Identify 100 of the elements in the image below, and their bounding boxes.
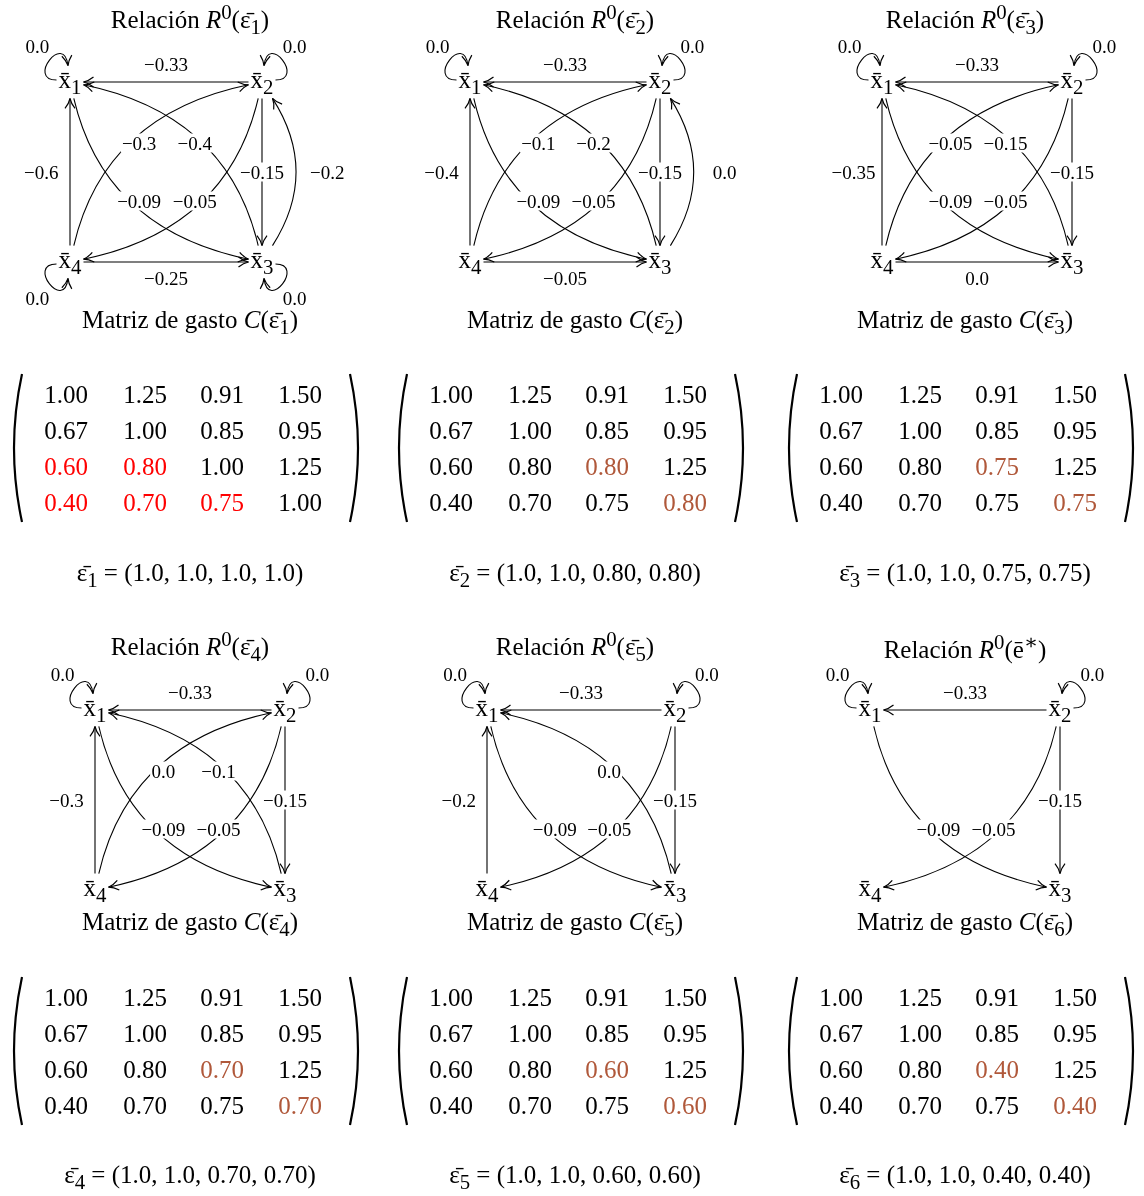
variable-label: x̄$_{2}$: [250, 66, 274, 98]
matrix-entry: 0.40: [819, 489, 863, 515]
edge-label: −0.05: [927, 133, 974, 153]
matrix-entry: 0.85: [200, 417, 244, 443]
edge-label: −0.15: [652, 790, 698, 810]
matrix-entry: 0.95: [1053, 417, 1097, 443]
matrix-caption: Matriz de gasto C(ε̄$_{2}$): [467, 306, 683, 338]
matrix-entry: 0.40: [429, 1092, 473, 1118]
matrix-entry: 0.40: [1053, 1092, 1097, 1118]
matrix-entry: 0.70: [898, 1092, 942, 1118]
variable-label: x̄$_{2}$: [1048, 694, 1072, 726]
edge-label: −0.05: [586, 819, 633, 839]
matrix-entry: 0.60: [663, 1092, 707, 1118]
matrix-entry: 1.25: [508, 381, 552, 407]
matrix-entry: 1.00: [819, 381, 863, 407]
edge-label: −0.15: [982, 133, 1029, 153]
matrix-entry: 0.40: [429, 489, 473, 515]
matrix-entry: 0.70: [278, 1092, 322, 1118]
matrix-entry: 1.25: [1053, 1056, 1097, 1082]
matrix-entry: 0.80: [898, 1056, 942, 1082]
matrix-entry: 0.67: [429, 417, 473, 443]
matrix-entry: 0.85: [975, 417, 1019, 443]
matrix-caption: Matriz de gasto C(ε̄$_{5}$): [467, 908, 683, 940]
matrix-entry: 0.75: [585, 1092, 629, 1118]
matrix-entry: 1.25: [663, 453, 707, 479]
matrix-caption: Matriz de gasto C(ε̄$_{6}$): [857, 908, 1073, 940]
matrix-entry: 0.91: [975, 984, 1019, 1010]
vector-equation: ε̄$_{1}$ = (1.0, 1.0, 1.0, 1.0): [76, 559, 304, 591]
matrix-entry: 0.75: [975, 453, 1019, 479]
matrix-entry: 0.80: [585, 453, 629, 479]
matrix-entry: 0.60: [44, 1056, 88, 1082]
variable-label: x̄$_{2}$: [663, 694, 687, 726]
matrix-entry: 1.25: [663, 1056, 707, 1082]
edge-label: −0.05: [195, 819, 242, 839]
matrix-entry: 0.80: [663, 489, 707, 515]
matrix-entry: 1.50: [663, 381, 707, 407]
matrix-entry: 1.50: [1053, 984, 1097, 1010]
variable-label: x̄$_{3}$: [250, 246, 274, 278]
matrix-caption: Matriz de gasto C(ε̄$_{1}$): [82, 306, 298, 338]
edge-label: −0.09: [515, 191, 562, 211]
variable-label: x̄$_{3}$: [663, 874, 687, 906]
variable-label: x̄$_{1}$: [458, 66, 482, 98]
matrix-entry: 0.80: [123, 1056, 167, 1082]
matrix-entry: 1.25: [123, 984, 167, 1010]
variable-label: x̄$_{4}$: [58, 246, 82, 278]
edge-label: −0.05: [171, 191, 218, 211]
matrix-entry: 1.25: [508, 984, 552, 1010]
matrix-caption: Matriz de gasto C(ε̄$_{4}$): [82, 908, 298, 940]
edge-label: −0.05: [570, 191, 617, 211]
matrix-entry: 1.00: [123, 1020, 167, 1046]
variable-label: x̄$_{3}$: [273, 874, 297, 906]
variable-label: x̄$_{3}$: [1048, 874, 1072, 906]
edge-label: −0.4: [176, 133, 214, 153]
variable-label: x̄$_{1}$: [858, 694, 882, 726]
matrix-entry: 0.75: [200, 489, 244, 515]
matrix-entry: 0.80: [898, 453, 942, 479]
matrix-entry: 0.85: [975, 1020, 1019, 1046]
matrix-entry: 0.70: [123, 489, 167, 515]
matrix-entry: 0.70: [123, 1092, 167, 1118]
panel-title: Relación R$^{0}$(ε̄$_{2}$): [495, 1, 655, 39]
matrix-entry: 0.75: [975, 489, 1019, 515]
variable-label: x̄$_{1}$: [475, 694, 499, 726]
matrix-entry: 0.70: [200, 1056, 244, 1082]
variable-label: x̄$_{3}$: [1060, 246, 1084, 278]
matrix-entry: 1.00: [278, 489, 322, 515]
matrix-entry: 0.95: [278, 1020, 322, 1046]
matrix-entry: 0.80: [508, 453, 552, 479]
matrix-entry: 0.91: [975, 381, 1019, 407]
matrix-entry: 0.85: [585, 417, 629, 443]
matrix-entry: 0.95: [663, 1020, 707, 1046]
matrix-entry: 0.95: [278, 417, 322, 443]
matrix-entry: 0.75: [975, 1092, 1019, 1118]
variable-label: x̄$_{2}$: [648, 66, 672, 98]
matrix-entry: 0.60: [585, 1056, 629, 1082]
variable-label: x̄$_{1}$: [58, 66, 82, 98]
edge-label: −0.1: [520, 133, 557, 153]
matrix-entry: 0.40: [44, 1092, 88, 1118]
edge-label: −0.09: [927, 191, 974, 211]
matrix-entry: 0.67: [44, 1020, 88, 1046]
variable-label: x̄$_{1}$: [870, 66, 894, 98]
matrix-entry: 1.00: [819, 984, 863, 1010]
variable-label: x̄$_{2}$: [273, 694, 297, 726]
matrix-entry: 1.25: [898, 381, 942, 407]
matrix-entry: 0.67: [429, 1020, 473, 1046]
matrix-entry: 0.67: [819, 1020, 863, 1046]
edge-label: −0.09: [531, 819, 578, 839]
matrix-entry: 0.91: [200, 984, 244, 1010]
panel-title: Relación R$^{0}$(ε̄$_{1}$): [110, 1, 270, 39]
matrix-entry: 1.00: [44, 984, 88, 1010]
matrix-entry: 0.95: [663, 417, 707, 443]
variable-label: x̄$_{2}$: [1060, 66, 1084, 98]
matrix-entry: 1.50: [278, 381, 322, 407]
variable-label: x̄$_{4}$: [458, 246, 482, 278]
matrix-entry: 0.40: [975, 1056, 1019, 1082]
matrix-entry: 0.70: [898, 489, 942, 515]
panel-title: Relación R$^{0}$(ē$^{∗}$): [883, 631, 1047, 663]
panel-title: Relación R$^{0}$(ε̄$_{5}$): [495, 628, 655, 666]
matrix-entry: 1.00: [429, 381, 473, 407]
matrix-entry: 0.75: [585, 489, 629, 515]
edge-label: −0.09: [915, 819, 962, 839]
